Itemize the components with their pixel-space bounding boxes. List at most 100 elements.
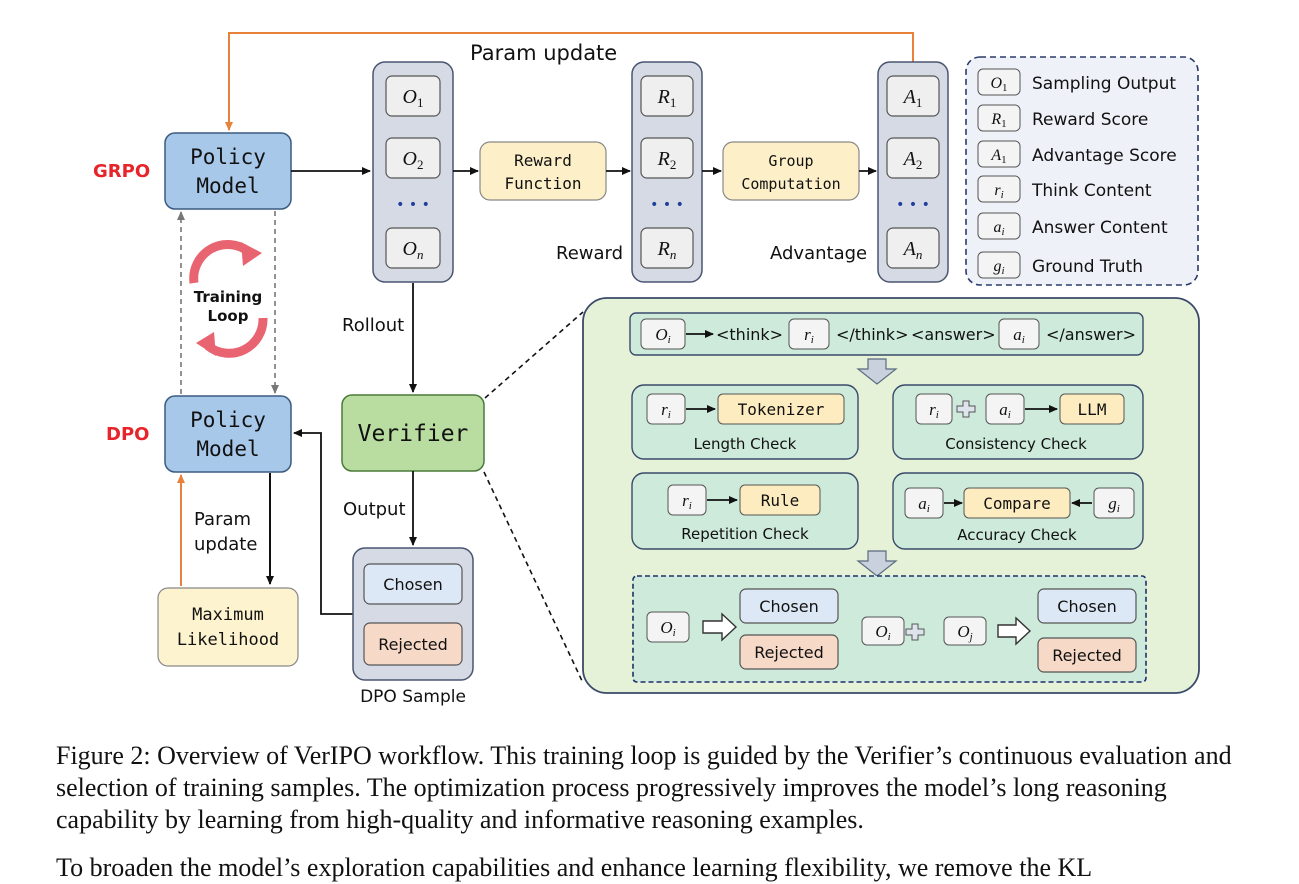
result-rejected-1: Rejected: [754, 643, 824, 662]
legend-sym: a: [993, 219, 1001, 236]
maximum-likelihood-line2: Likelihood: [177, 630, 279, 650]
legend-item-think-content: ri Think Content: [977, 175, 1152, 203]
legend-label: Answer Content: [1032, 218, 1168, 238]
r1-base: R: [657, 86, 670, 108]
length-check-tool: Tokenizer: [738, 400, 825, 419]
implies-arrow-icon: [997, 616, 1032, 646]
format-answer-open: <answer>: [911, 325, 996, 344]
consistency-check-tool: LLM: [1078, 400, 1107, 419]
zoom-line-top: [484, 311, 584, 399]
legend-label: Ground Truth: [1032, 257, 1143, 277]
policy-model-bottom: Policy Model: [164, 395, 292, 473]
rollout-label: Rollout: [342, 315, 404, 336]
dpo-sample-rejected: Rejected: [378, 635, 448, 654]
result-oj: Oj: [957, 622, 972, 643]
repetition-check-tool: Rule: [761, 491, 800, 510]
group-computation-line1: Group: [768, 152, 813, 170]
rewards-dots: • • •: [650, 197, 684, 213]
advantage-label: Advantage: [770, 243, 867, 264]
length-check-ri: ri: [661, 400, 671, 421]
legend-sym: A: [990, 147, 1001, 164]
reward-label: Reward: [556, 243, 623, 264]
o1-base: O: [403, 86, 417, 108]
result-oi: Oi: [660, 618, 675, 639]
legend-label: Advantage Score: [1032, 146, 1177, 166]
legend-item-advantage-score: A1 Advantage Score: [977, 140, 1177, 168]
outputs-dots: • • •: [396, 197, 430, 213]
legend-item-sampling-output: O1 Sampling Output: [977, 68, 1176, 96]
policy-model-bottom-line2: Model: [196, 437, 259, 461]
format-ai: ai: [1013, 325, 1025, 346]
result-chosen-2: Chosen: [1057, 597, 1116, 616]
advantages-dots: • • •: [896, 197, 930, 213]
r2-base: R: [657, 148, 670, 170]
down-arrow-icon: [856, 358, 898, 385]
svg-text:ri: ri: [994, 182, 1003, 201]
legend-item-ground-truth: gi Ground Truth: [977, 251, 1143, 279]
output-label: Output: [343, 499, 406, 520]
o2-sub: 2: [417, 157, 424, 172]
consistency-check: ri ai LLM Consistency Check: [892, 384, 1144, 460]
accuracy-check-tool: Compare: [983, 494, 1050, 513]
param-update-left-line2: update: [194, 534, 257, 555]
grpo-label: GRPO: [93, 161, 150, 182]
rn-base: R: [657, 238, 670, 260]
format-answer-close: </answer>: [1046, 325, 1136, 344]
legend-label: Reward Score: [1032, 110, 1148, 130]
a1-base: A: [902, 86, 917, 108]
accuracy-check-label: Accuracy Check: [957, 526, 1077, 544]
consistency-check-label: Consistency Check: [945, 435, 1087, 453]
outputs-column: O1 O2 • • • On: [372, 61, 454, 283]
policy-model-top: Policy Model: [164, 132, 292, 210]
training-loop-icon: Training Loop: [189, 240, 268, 358]
implies-arrow-icon: [702, 612, 738, 642]
training-loop-line2: Loop: [208, 307, 249, 325]
format-ri: ri: [804, 325, 814, 346]
r2-sub: 2: [670, 157, 677, 172]
legend-item-answer-content: ai Answer Content: [977, 212, 1168, 240]
an-base: A: [902, 238, 917, 260]
plus-icon: [956, 400, 976, 418]
down-arrow-icon: [856, 550, 898, 577]
plus-icon: [905, 623, 925, 641]
svg-text:O2: O2: [403, 148, 424, 172]
svg-text:A1: A1: [902, 86, 923, 110]
rn-sub: n: [670, 247, 677, 262]
dpo-sample-to-policy-arrow: [293, 429, 353, 615]
policy-model-bottom-line1: Policy: [190, 408, 266, 432]
accuracy-check: ai Compare gi Accuracy Check: [892, 472, 1144, 550]
figure-caption: Figure 2: Overview of VerIPO workflow. T…: [56, 741, 1232, 834]
o1-sub: 1: [417, 95, 424, 110]
dpo-sample-label: DPO Sample: [360, 687, 466, 707]
svg-text:O1: O1: [403, 86, 424, 110]
length-check: ri Tokenizer Length Check: [631, 384, 859, 460]
reward-function-line1: Reward: [514, 151, 572, 170]
consistency-check-ai: ai: [999, 400, 1011, 421]
legend-sym: g: [993, 258, 1001, 275]
a2-sub: 2: [916, 157, 923, 172]
reward-function-box: Reward Function: [479, 141, 607, 201]
repetition-check: ri Rule Repetition Check: [631, 472, 859, 550]
verifier-box: Verifier: [341, 394, 485, 472]
accuracy-check-ai: ai: [918, 494, 930, 515]
svg-text:R1: R1: [990, 111, 1006, 130]
maximum-likelihood-box: Maximum Likelihood: [157, 587, 299, 667]
svg-text:A2: A2: [902, 148, 923, 172]
verifier-detail-panel: Oi <think> ri </think> <answer> ai </ans…: [582, 297, 1200, 694]
legend-sub: 1: [1001, 154, 1007, 166]
legend: O1 Sampling Output R1 Reward Score A1 Ad…: [965, 56, 1199, 286]
svg-text:R2: R2: [657, 148, 677, 172]
legend-label: Sampling Output: [1032, 74, 1176, 94]
policy-model-top-line1: Policy: [190, 145, 266, 169]
body-text: To broaden the model’s exploration capab…: [56, 853, 1093, 882]
verifier-label: Verifier: [358, 421, 469, 447]
veripo-workflow-diagram: Param update GRPO DPO Policy Model Polic…: [93, 32, 1200, 707]
svg-text:An: An: [902, 238, 923, 262]
svg-text:On: On: [403, 238, 424, 262]
zoom-line-bottom: [483, 471, 584, 684]
dpo-sample-chosen: Chosen: [383, 575, 442, 594]
format-row: Oi <think> ri </think> <answer> ai </ans…: [629, 312, 1144, 356]
result-chosen-1: Chosen: [759, 597, 818, 616]
an-sub: n: [916, 247, 923, 262]
repetition-check-ri: ri: [682, 491, 692, 512]
